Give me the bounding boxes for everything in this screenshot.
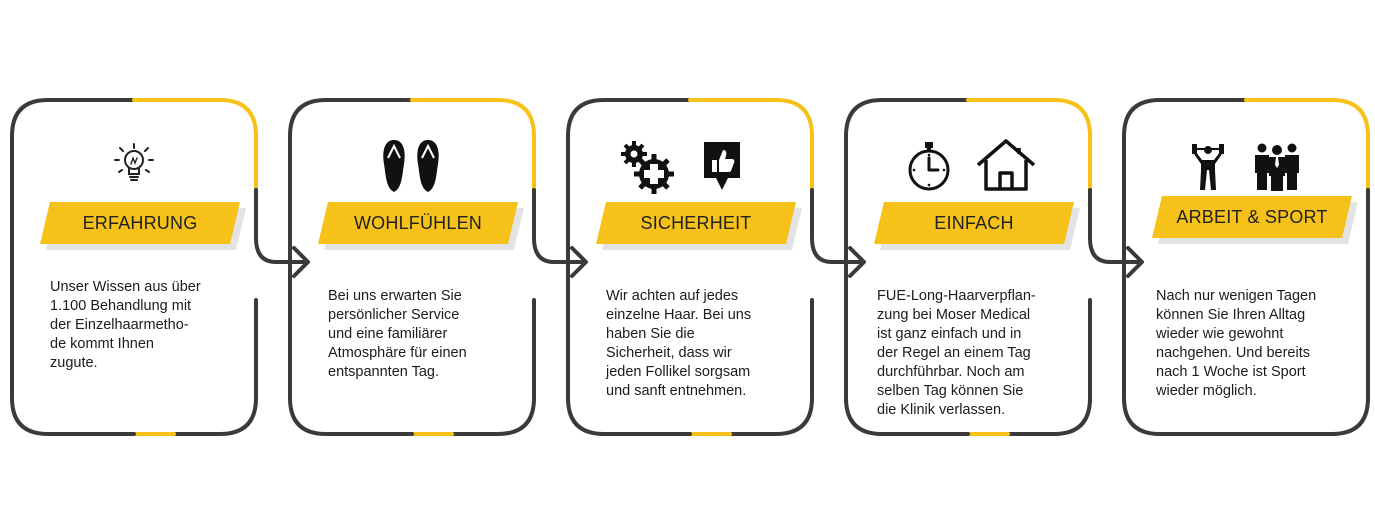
frame-right-lower — [450, 298, 536, 436]
connector-arrowhead — [292, 246, 310, 278]
frame-left-bottom — [1122, 258, 1248, 436]
frame-top-accent — [1244, 98, 1370, 192]
frame-right-lower — [172, 298, 258, 436]
frame-right-connector — [532, 188, 566, 264]
frame-top-accent — [132, 98, 258, 192]
frame-left-top — [844, 98, 970, 262]
connector-arrowhead — [570, 246, 588, 278]
frame-right-bottom — [1244, 188, 1370, 436]
frame-left-bottom — [10, 258, 136, 436]
frame-top-accent — [966, 98, 1092, 192]
frame-top-accent — [410, 98, 536, 192]
frame-left-bottom — [288, 258, 414, 436]
frame-right-lower — [1006, 298, 1092, 436]
frame-left-top — [288, 98, 414, 262]
frame-left-bottom — [844, 258, 970, 436]
frame-right-connector — [254, 188, 288, 264]
frame-right-lower — [728, 298, 814, 436]
frame-left-top — [566, 98, 692, 262]
connector-arrowhead — [1126, 246, 1144, 278]
connector-arrowhead — [848, 246, 866, 278]
frame-left-top — [1122, 98, 1248, 262]
frame-left-top — [10, 98, 136, 262]
frame-right-connector — [1088, 188, 1122, 264]
frame-top-accent — [688, 98, 814, 192]
frame-right-connector — [810, 188, 844, 264]
frame-left-bottom — [566, 258, 692, 436]
